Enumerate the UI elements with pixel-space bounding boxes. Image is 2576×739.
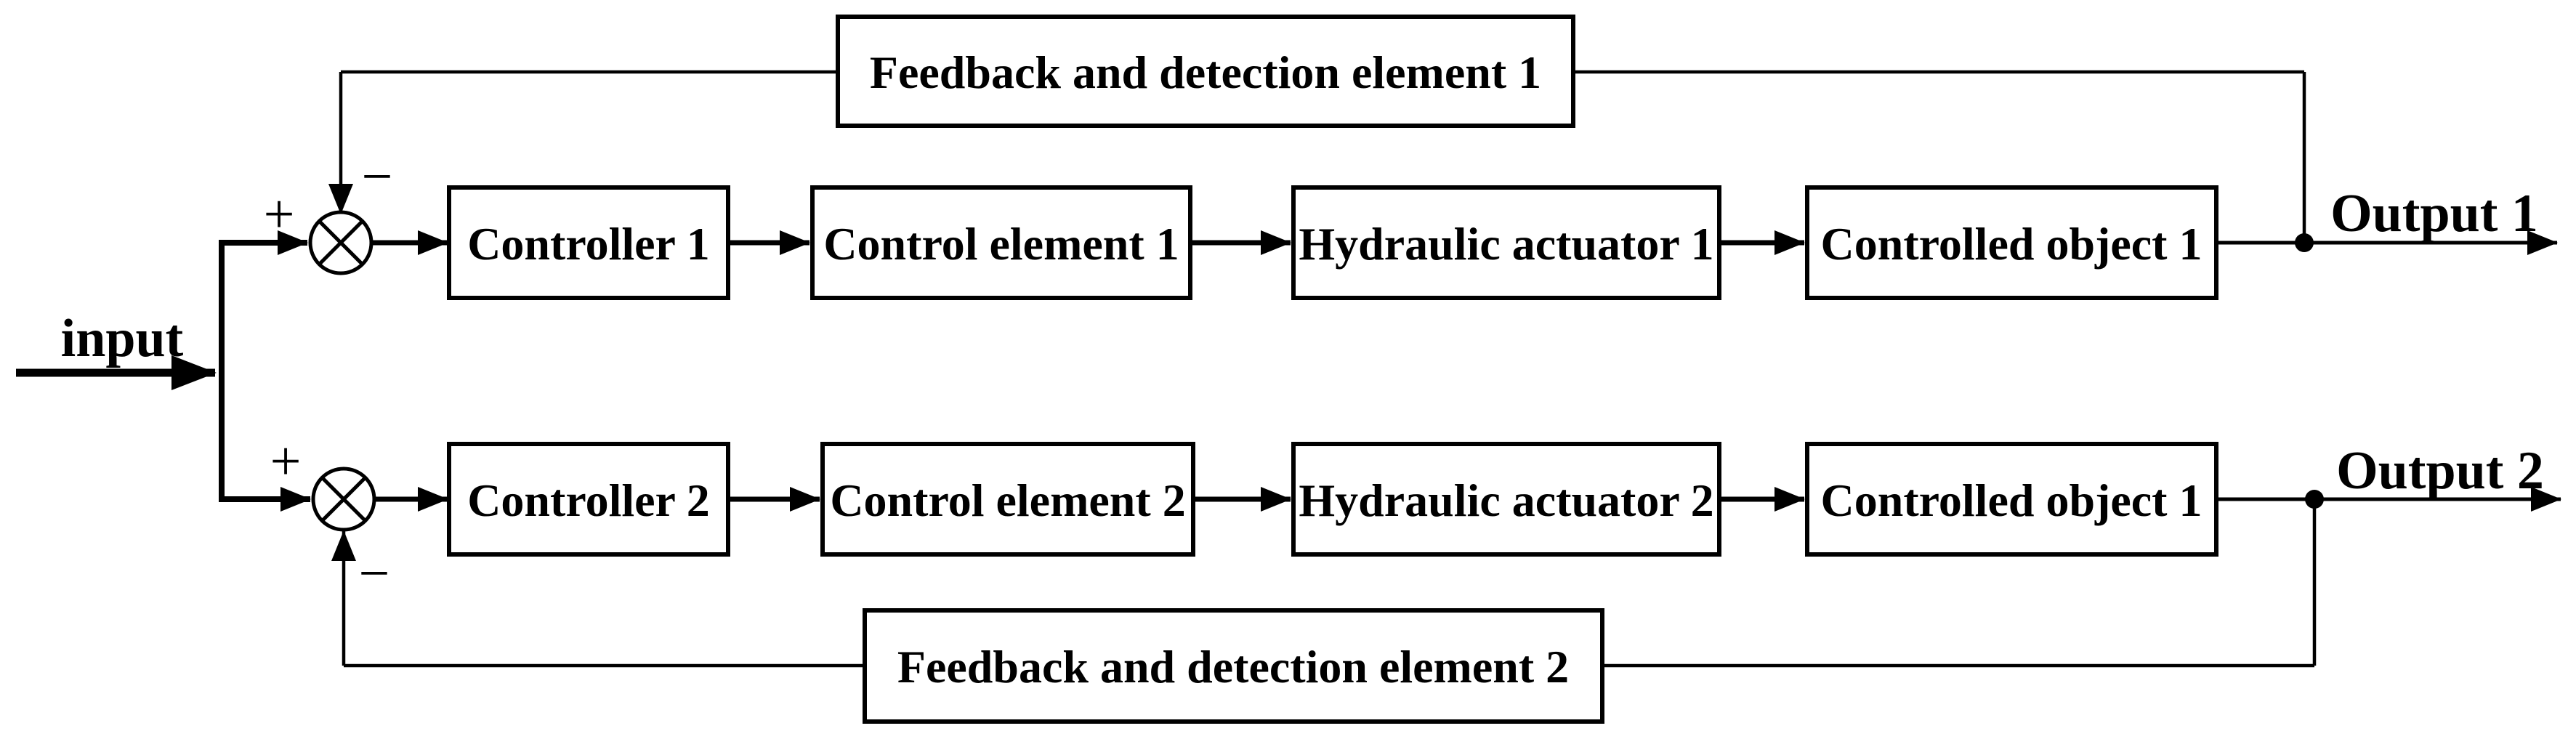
- block-control-element-2: [820, 442, 1195, 557]
- controlled-object-row2-label: Controlled object 1: [1821, 475, 2202, 526]
- block-controlled-object-row1: [1805, 185, 2218, 300]
- sum2-minus-sign: −: [359, 543, 390, 604]
- summing-junction-2-cross-b: [320, 476, 367, 522]
- feedback-element-1-label: Feedback and detection element 1: [870, 47, 1541, 98]
- sum2-plus-sign: +: [270, 431, 302, 492]
- block-feedback-element-1: [836, 15, 1575, 128]
- block-controller-2: [447, 442, 730, 557]
- sum1-plus-sign: +: [264, 184, 295, 245]
- summing-junction-1-cross-b: [318, 219, 364, 266]
- block-control-element-1: [810, 185, 1192, 300]
- input-label: input: [61, 309, 184, 368]
- block-hydraulic-actuator-2: [1291, 442, 1721, 557]
- controller-2-label: Controller 2: [467, 475, 710, 526]
- block-hydraulic-actuator-1: [1291, 185, 1721, 300]
- output2-label: Output 2: [2336, 441, 2544, 501]
- block-feedback-element-2: [863, 608, 1604, 724]
- controller-1-label: Controller 1: [467, 218, 710, 270]
- control-element-2-label: Control element 2: [830, 475, 1185, 526]
- controlled-object-row1-label: Controlled object 1: [1821, 218, 2202, 270]
- hydraulic-actuator-1-label: Hydraulic actuator 1: [1299, 218, 1713, 270]
- hydraulic-actuator-2-label: Hydraulic actuator 2: [1299, 475, 1713, 526]
- output2-tap-dot: [2305, 490, 2324, 509]
- control-element-1-label: Control element 1: [823, 218, 1179, 270]
- block-controller-1: [447, 185, 730, 300]
- feedback-element-2-label: Feedback and detection element 2: [897, 641, 1569, 692]
- output1-tap-dot: [2295, 233, 2314, 252]
- output1-label: Output 1: [2330, 184, 2538, 243]
- block-controlled-object-row2: [1805, 442, 2218, 557]
- sum1-minus-sign: −: [362, 146, 393, 207]
